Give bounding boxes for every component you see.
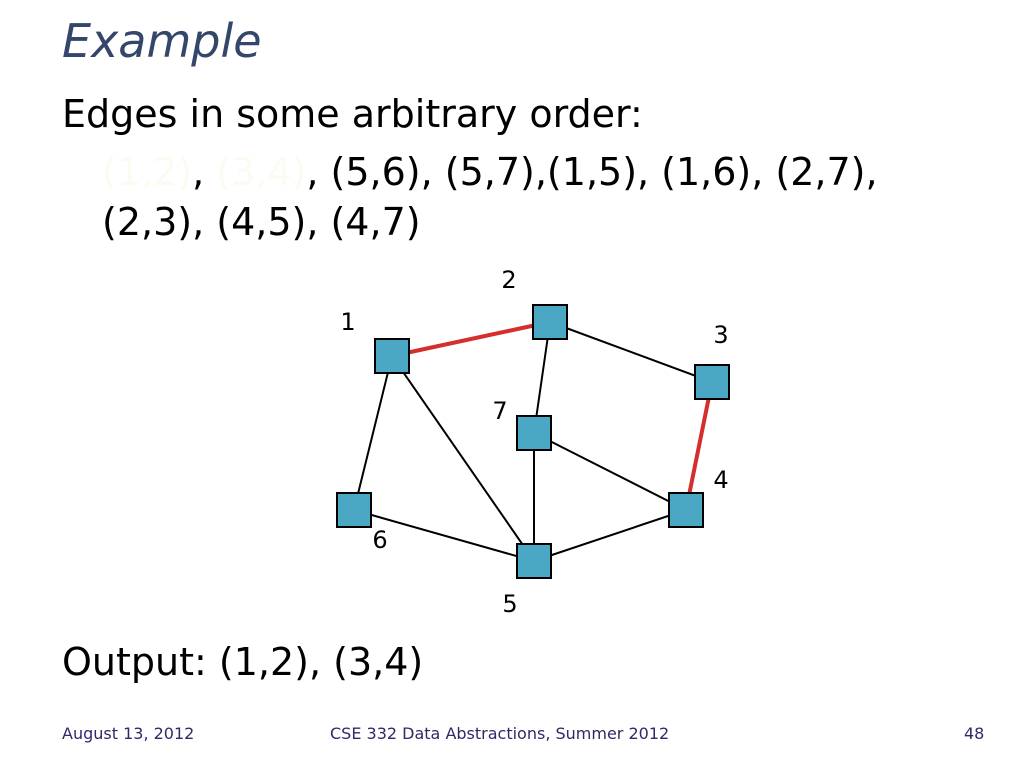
remaining-edges-1: , (5,6), (5,7),(1,5), (1,6), (2,7), [306,150,878,194]
edge-1-5 [391,355,535,562]
edge-5-6 [353,509,535,562]
node-1 [374,338,410,374]
node-label-7: 7 [492,397,507,425]
edge-1-6 [353,355,393,511]
graph-node-labels: 1 2 3 4 5 6 7 [340,266,728,618]
node-label-3: 3 [713,321,728,349]
output-text: Output: (1,2), (3,4) [62,640,424,684]
processed-edge-3-4: (3,4) [216,150,307,194]
graph-nodes [336,304,730,579]
edge-4-7 [533,432,687,511]
footer-course: CSE 332 Data Abstractions, Summer 2012 [330,724,670,743]
node-6 [336,492,372,528]
edges-intro: Edges in some arbitrary order: [62,92,643,136]
edge-list-line-2: (2,3), (4,5), (4,7) [102,200,421,244]
footer-date: August 13, 2012 [62,724,195,743]
edge-list-line-1: (1,2), (3,4), (5,6), (5,7),(1,5), (1,6),… [102,150,878,194]
node-2 [532,304,568,340]
edge-1-2 [391,320,551,358]
node-3 [694,364,730,400]
node-label-2: 2 [501,266,516,294]
node-5 [516,543,552,579]
footer-page-number: 48 [964,724,985,743]
edge-3-4 [684,381,714,511]
edge-2-7 [533,321,551,434]
node-label-5: 5 [502,590,517,618]
node-4 [668,492,704,528]
edge-2-3 [549,321,713,383]
node-7 [516,415,552,451]
processed-edge-1-2: (1,2) [102,150,193,194]
node-label-6: 6 [372,526,387,554]
edge-separator: , [192,150,205,194]
edge-4-5 [533,509,687,562]
node-label-4: 4 [713,466,728,494]
slide-title: Example [62,14,262,68]
node-label-1: 1 [340,308,355,336]
graph-edges [353,320,714,562]
